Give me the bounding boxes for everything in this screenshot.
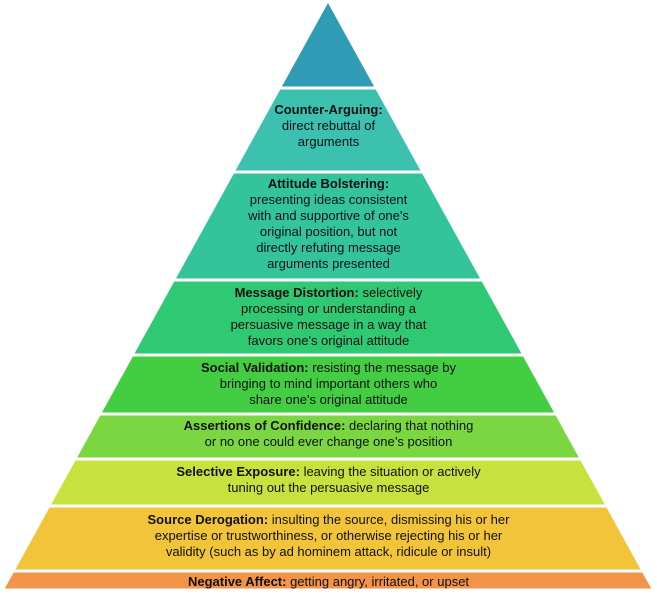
level-description: direct rebuttal of (281, 118, 376, 133)
level-description: original position, but not (259, 224, 398, 239)
level-description: arguments presented (267, 256, 390, 271)
level-term: Social Validation: (200, 360, 309, 375)
level-band-counter-arguing (235, 89, 421, 171)
level-description: directly refuting message (256, 240, 401, 255)
level-description: validity (such as by ad hominem attack, … (165, 544, 492, 559)
level-description: presenting ideas consistent (249, 192, 408, 207)
level-description: tuning out the persuasive message (227, 480, 430, 495)
level-term: Source Derogation: (147, 512, 269, 527)
level-description: persuasive message in a way that (230, 317, 427, 332)
level-line: Counter-Arguing: (0, 102, 657, 118)
level-description: getting angry, irritated, or upset (286, 574, 470, 589)
level-label-selective-exposure: Selective Exposure: leaving the situatio… (0, 464, 657, 496)
level-line: Assertions of Confidence: declaring that… (0, 418, 657, 434)
level-description: declaring that nothing (345, 418, 474, 433)
level-line: Attitude Bolstering: (0, 176, 657, 192)
level-term: Assertions of Confidence: (183, 418, 346, 433)
level-description: selectively (358, 285, 423, 300)
level-line: Source Derogation: insulting the source,… (0, 512, 657, 528)
level-description: or no one could ever change one’s positi… (204, 434, 453, 449)
level-band-source-derogation (15, 507, 641, 570)
level-term: Selective Exposure: (176, 464, 300, 479)
level-band-negative-affect (4, 572, 652, 589)
level-label-assertions-of-confidence: Assertions of Confidence: declaring that… (0, 418, 657, 450)
level-term: Attitude Bolstering: (267, 176, 390, 191)
level-band-message-distortion (134, 281, 522, 354)
level-band-assertions-of-confidence (77, 415, 579, 458)
level-term: Negative Affect: (187, 574, 287, 589)
level-label-source-derogation: Source Derogation: insulting the source,… (0, 512, 657, 560)
level-description: resisting the message by (308, 360, 457, 375)
level-description: leaving the situation or actively (299, 464, 481, 479)
level-label-social-validation: Social Validation: resisting the message… (0, 360, 657, 408)
level-description: share one's original attitude (249, 392, 408, 407)
level-description: with and supportive of one's (248, 208, 409, 223)
level-description: processing or understanding a (241, 301, 416, 316)
level-description: bringing to mind important others who (219, 376, 438, 391)
level-line: Selective Exposure: leaving the situatio… (0, 464, 657, 480)
level-label-negative-affect: Negative Affect: getting angry, irritate… (0, 574, 657, 590)
level-line: Message Distortion: selectively (0, 285, 657, 301)
level-label-attitude-bolstering: Attitude Bolstering:presenting ideas con… (0, 176, 657, 272)
level-description: arguments (297, 134, 360, 149)
level-term: Message Distortion: (234, 285, 359, 300)
level-description: favors one's original attitude (247, 333, 410, 348)
level-description: expertise or trustworthiness, or otherwi… (154, 528, 503, 543)
level-band-apex (281, 3, 375, 87)
level-line: Negative Affect: getting angry, irritate… (0, 574, 657, 590)
level-band-attitude-bolstering (175, 173, 481, 279)
level-band-selective-exposure (51, 460, 605, 505)
level-description: insulting the source, dismissing his or … (268, 512, 510, 527)
level-line: Social Validation: resisting the message… (0, 360, 657, 376)
level-term: Counter-Arguing: (274, 102, 383, 117)
level-band-social-validation (101, 356, 555, 413)
